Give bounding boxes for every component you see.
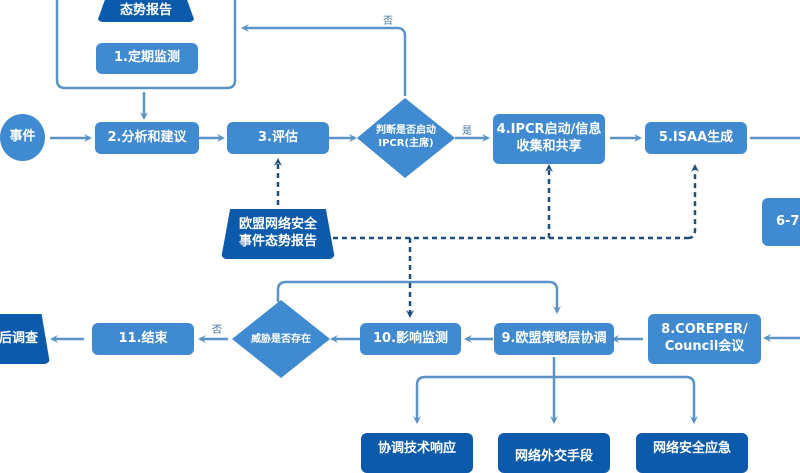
sub3-label: 网络安全应急 xyxy=(652,441,731,456)
sub1-label: 协调技术响应 xyxy=(377,441,456,456)
sub-cyber-diplomacy[interactable]: 网络外交手段 xyxy=(498,433,610,473)
step4-line1: 4.IPCR启动/信息 xyxy=(496,122,602,138)
step11-label: 11.结束 xyxy=(118,330,168,346)
step9-label: 9.欧盟策略层协调 xyxy=(501,330,607,346)
step8-line1: 8.COREPER/ xyxy=(661,322,748,338)
step2-label: 2.分析和建议 xyxy=(107,129,187,145)
step8-coreper[interactable]: 8.COREPER/ Council会议 xyxy=(648,314,761,364)
edge-label-yes: 是 xyxy=(462,126,472,137)
step5-label: 5.ISAA生成 xyxy=(658,129,734,145)
step3-assessment[interactable]: 3.评估 xyxy=(227,122,329,154)
decision-threat-label[interactable]: 威胁是否存在 xyxy=(236,333,326,346)
edge-label-no-top: 否 xyxy=(383,16,393,27)
sub-cyber-emergency[interactable]: 网络安全应急 xyxy=(636,433,748,473)
step6-7[interactable]: 6-7 xyxy=(762,198,800,246)
flowchart-canvas xyxy=(50,0,800,424)
sub2-label: 网络外交手段 xyxy=(514,449,593,464)
step4-ipcr-activation[interactable]: 4.IPCR启动/信息 收集和共享 xyxy=(493,114,605,164)
step67-label: 6-7 xyxy=(776,213,800,229)
edge-report-step5 xyxy=(687,164,699,240)
step3-label: 3.评估 xyxy=(258,129,298,145)
edge-step9-sub3 xyxy=(554,375,698,424)
situation-report-top: 态势报告 xyxy=(97,0,195,22)
monitoring-container xyxy=(55,0,237,90)
edge-step9-sub1 xyxy=(413,375,554,424)
step9-eu-coordination[interactable]: 9.欧盟策略层协调 xyxy=(494,323,614,355)
post-investigation-label: 后调查 xyxy=(0,330,38,346)
event-label: 事件 xyxy=(9,129,36,145)
step2-analysis[interactable]: 2.分析和建议 xyxy=(95,122,199,154)
decision-ipcr-label[interactable]: 判断是否启动 IPCR(主席) xyxy=(360,124,452,150)
edge-loop-monitoring xyxy=(276,280,561,314)
eu-incident-report: 欧盟网络安全 事件态势报告 xyxy=(221,209,335,259)
eu-report-line1: 欧盟网络安全 xyxy=(238,217,317,233)
step10-label: 10.影响监测 xyxy=(372,330,449,346)
step11-end[interactable]: 11.结束 xyxy=(92,323,194,355)
step10-impact-monitoring[interactable]: 10.影响监测 xyxy=(360,323,461,355)
edge-decision-no xyxy=(241,24,407,96)
decision-ipcr-diamond xyxy=(357,98,455,178)
sub-technical-response[interactable]: 协调技术响应 xyxy=(361,433,473,473)
event-circle[interactable]: 事件 xyxy=(0,114,45,161)
step1-periodic-monitoring[interactable]: 1.定期监测 xyxy=(96,43,198,74)
step1-label: 1.定期监测 xyxy=(114,50,180,66)
step4-line2: 收集和共享 xyxy=(516,139,582,154)
edge-label-no-bottom: 否 xyxy=(212,325,222,336)
eu-report-line2: 事件态势报告 xyxy=(238,234,317,249)
situation-report-top-label: 态势报告 xyxy=(119,2,172,18)
step8-line2: Council会议 xyxy=(664,339,745,354)
decision-ipcr-line2: IPCR(主席) xyxy=(378,138,434,149)
decision-threat-text: 威胁是否存在 xyxy=(251,334,311,345)
decision-ipcr-line1: 判断是否启动 xyxy=(376,125,436,136)
post-investigation: 后调查 xyxy=(0,314,50,364)
decision-threat-diamond xyxy=(232,300,330,378)
step5-isaa[interactable]: 5.ISAA生成 xyxy=(645,122,747,154)
